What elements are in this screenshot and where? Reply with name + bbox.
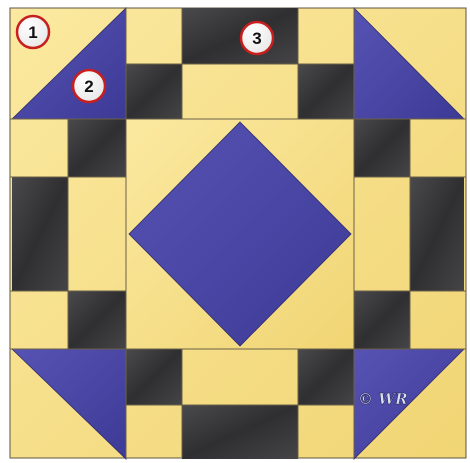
dark-square	[68, 291, 126, 349]
callout-badge-2: 2	[73, 70, 105, 102]
dark-square	[126, 349, 182, 405]
dark-square	[410, 177, 464, 291]
dark-square	[298, 349, 354, 405]
callout-label: 3	[252, 29, 261, 48]
callout-label: 1	[28, 23, 37, 42]
dark-square	[126, 64, 182, 119]
center-diamond-unit	[126, 119, 354, 349]
callout-badge-3: 3	[241, 22, 273, 54]
dark-square	[68, 119, 126, 177]
dark-square	[354, 291, 410, 349]
callout-badge-1: 1	[17, 16, 49, 48]
dark-square	[12, 177, 68, 291]
callout-label: 2	[84, 77, 93, 96]
dark-square	[182, 405, 298, 459]
dark-square	[298, 64, 354, 119]
copyright-watermark: © WR	[358, 390, 408, 408]
dark-square	[354, 119, 410, 177]
